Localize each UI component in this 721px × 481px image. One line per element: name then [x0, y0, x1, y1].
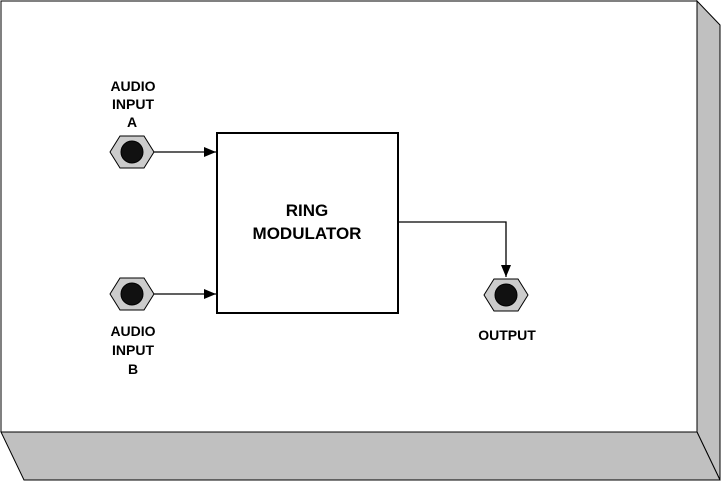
panel-right-side [696, 0, 721, 481]
output-jack[interactable] [483, 278, 529, 312]
audio-input-b-jack[interactable] [109, 277, 155, 311]
jack-socket-hole [494, 283, 518, 307]
audio-input-b-label-line3: B [128, 361, 138, 377]
audio-input-b-label-line1: AUDIO [110, 323, 155, 339]
ring-modulator-block: RING MODULATOR [216, 132, 399, 314]
audio-input-a-label-line3: A [127, 114, 137, 130]
jack-socket-hole [120, 282, 144, 306]
block-label-line1: RING [286, 201, 329, 220]
jack-socket-hole [120, 140, 144, 164]
audio-input-a-jack[interactable] [109, 135, 155, 169]
ring-modulator-box [216, 132, 399, 314]
audio-input-b-label-line2: INPUT [112, 342, 154, 358]
audio-input-a-label-line1: AUDIO [110, 78, 155, 94]
panel-bottom-side [0, 431, 721, 481]
output-label: OUTPUT [478, 327, 536, 343]
audio-input-a-label-line2: INPUT [112, 96, 154, 112]
block-label-line2: MODULATOR [253, 224, 362, 243]
output-connector-arrow [398, 221, 511, 277]
